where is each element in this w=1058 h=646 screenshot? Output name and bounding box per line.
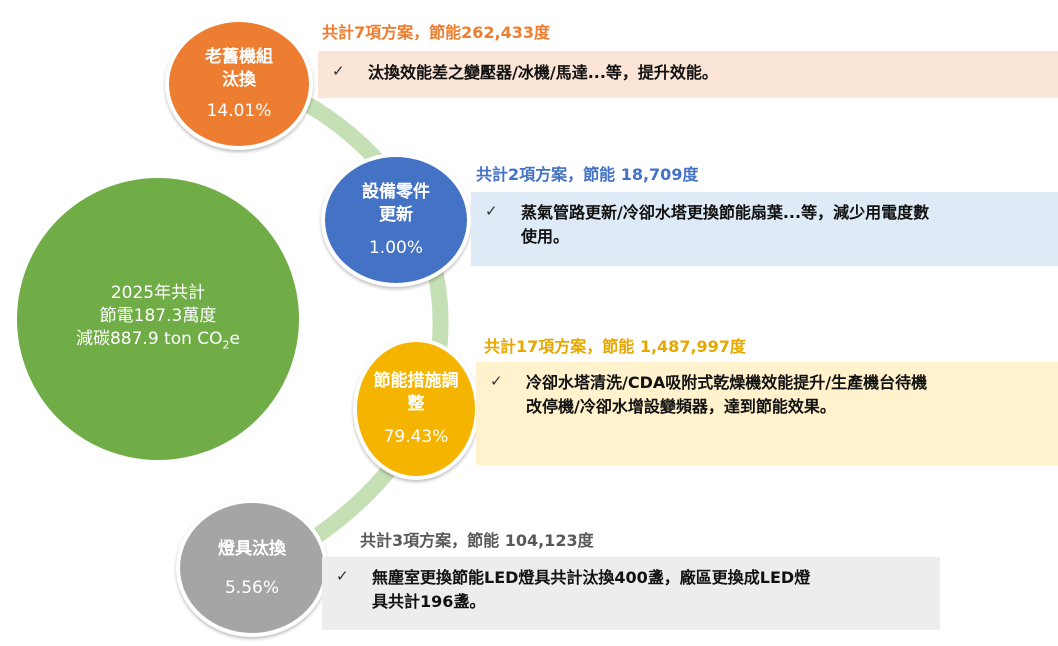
item-description: 蒸氣管路更新/冷卻水塔更換節能扇葉...等，減少用電度數使用。 <box>521 203 930 246</box>
category-circle-old-unit-replacement: 老舊機組 汰換 14.01% <box>165 18 313 150</box>
item-description: 汰換效能差之變壓器/冰機/馬達...等，提升效能。 <box>368 63 718 82</box>
total-year-label: 2025年共計 <box>110 282 206 303</box>
check-icon: ✓ <box>332 62 345 80</box>
category-title-line2: 整 <box>407 394 425 414</box>
item-description: 無塵室更換節能LED燈具共計汰換400盞，廠區更換成LED燈具共計196盞。 <box>372 568 811 611</box>
check-icon: ✓ <box>490 372 503 390</box>
item-description-box: ✓ 冷卻水塔清洗/CDA吸附式乾燥機效能提升/生產機台待機改停機/冷卻水增設變頻… <box>476 362 1058 465</box>
category-title: 老舊機組 <box>205 47 273 67</box>
category-title-line2: 汰換 <box>222 70 256 90</box>
check-icon: ✓ <box>485 202 498 220</box>
total-savings-circle: 2025年共計 節電187.3萬度 減碳887.9 ton CO2e <box>17 178 299 460</box>
item-description: 冷卻水塔清洗/CDA吸附式乾燥機效能提升/生產機台待機改停機/冷卻水增設變頻器，… <box>526 373 928 416</box>
item-description-box: ✓ 蒸氣管路更新/冷卻水塔更換節能扇葉...等，減少用電度數使用。 <box>471 192 1058 266</box>
check-icon: ✓ <box>336 567 349 585</box>
category-percent: 1.00% <box>368 238 423 258</box>
category-percent: 14.01% <box>206 101 272 121</box>
category-title: 燈具汰換 <box>218 538 286 559</box>
item-description-box: ✓ 無塵室更換節能LED燈具共計汰換400盞，廠區更換成LED燈具共計196盞。 <box>322 557 940 630</box>
item-heading: 共計2項方案，節能 18,709度 <box>476 165 699 184</box>
category-percent: 79.43% <box>383 427 449 447</box>
category-circle-energy-measure: 節能措施調 整 79.43% <box>353 338 479 480</box>
item-heading: 共計3項方案，節能 104,123度 <box>360 531 594 550</box>
total-power-saving: 節電187.3萬度 <box>99 305 217 326</box>
category-title-line2: 更新 <box>379 205 413 225</box>
total-carbon-reduction: 減碳887.9 ton CO2e <box>75 328 241 352</box>
item-heading: 共計7項方案，節能262,433度 <box>322 23 551 42</box>
category-percent: 5.56% <box>224 577 279 598</box>
category-circle-lighting-replacement: 燈具汰換 5.56% <box>176 499 328 637</box>
item-heading: 共計17項方案，節能 1,487,997度 <box>484 337 746 356</box>
category-circle-part-update: 設備零件 更新 1.00% <box>321 153 471 287</box>
category-title: 設備零件 <box>362 182 430 202</box>
category-title: 節能措施調 <box>373 371 459 391</box>
item-description-box: ✓ 汰換效能差之變壓器/冰機/馬達...等，提升效能。 <box>318 51 1058 98</box>
